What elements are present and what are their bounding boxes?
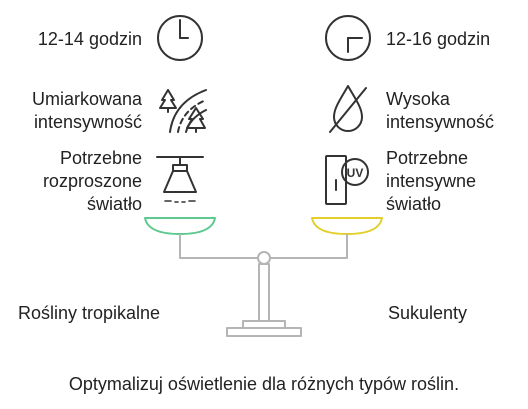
left-light-line3: światło — [86, 194, 142, 214]
left-intensity-line1: Umiarkowana — [31, 89, 142, 109]
right-intensity-line1: Wysoka — [386, 89, 450, 109]
right-plant-label: Sukulenty — [388, 303, 468, 323]
left-pan — [144, 217, 216, 235]
right-intensity-line2: intensywność — [386, 112, 495, 132]
right-clock-icon — [325, 15, 371, 61]
left-plant-label: Rośliny tropikalne — [18, 303, 161, 323]
left-trees-icon — [159, 89, 207, 133]
left-hours-label: 12-14 godzin — [37, 29, 142, 49]
balance-base-top — [242, 320, 286, 329]
right-pan — [311, 217, 383, 235]
caption: Optymalizuj oświetlenie dla różnych typó… — [68, 374, 460, 394]
left-light-line2: rozproszone — [42, 171, 142, 191]
right-light-line2: intensywne — [386, 171, 477, 191]
balance-base-bottom — [226, 327, 302, 337]
right-light-line3: światło — [386, 194, 442, 214]
balance-pivot — [257, 251, 271, 265]
left-clock-icon — [157, 15, 203, 61]
balance-post — [258, 263, 270, 323]
uv-label: UV — [347, 166, 364, 180]
balance-stand — [179, 234, 348, 337]
right-light-line1: Potrzebne — [386, 148, 469, 168]
left-light-line1: Potrzebne — [59, 148, 142, 168]
right-hours-label: 12-16 godzin — [386, 29, 491, 49]
right-no-water-drop-icon — [329, 85, 367, 133]
left-lamp-icon — [156, 156, 204, 203]
left-intensity-line2: intensywność — [33, 112, 142, 132]
right-uv-lamp-icon — [325, 155, 369, 205]
